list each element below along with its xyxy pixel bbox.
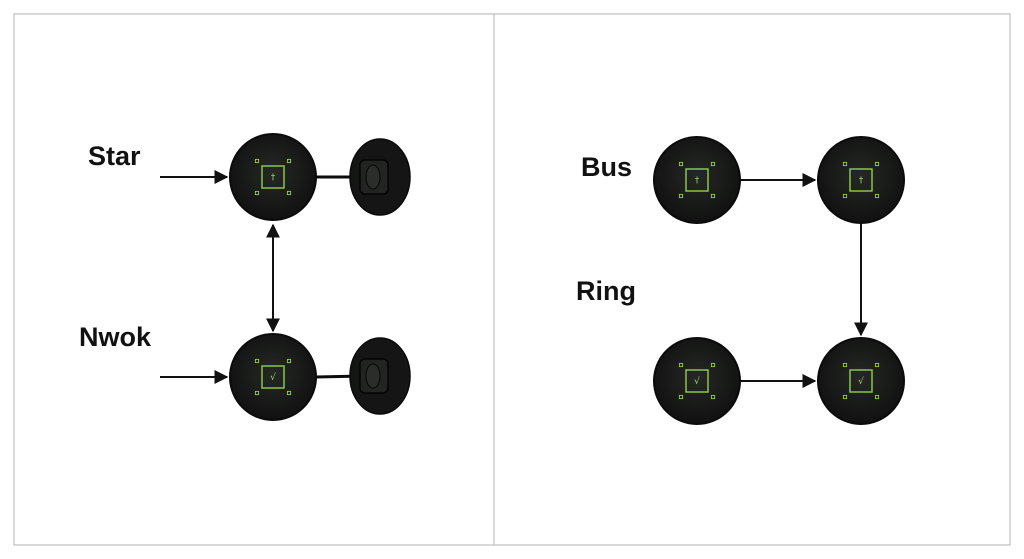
chip-glyph: † bbox=[695, 176, 700, 186]
node-b2: † bbox=[817, 136, 905, 224]
node-disc bbox=[653, 136, 741, 224]
chip-pad bbox=[254, 158, 260, 164]
label-ring: Ring bbox=[576, 276, 636, 306]
diagram-frame bbox=[13, 13, 1011, 546]
node-disc bbox=[229, 133, 317, 221]
chip-pad bbox=[286, 358, 292, 364]
node-b1: † bbox=[653, 136, 741, 224]
node-a1: † bbox=[229, 133, 317, 221]
node-a2: √ bbox=[229, 333, 317, 421]
chip-pad bbox=[842, 362, 848, 368]
chip-square bbox=[685, 168, 709, 192]
chip-glyph: † bbox=[859, 176, 864, 186]
chip-square bbox=[849, 168, 873, 192]
chip-square bbox=[685, 369, 709, 393]
chip-square bbox=[849, 369, 873, 393]
chip-glyph: √ bbox=[858, 376, 864, 387]
label-bus: Bus bbox=[581, 152, 632, 182]
connector-plug-a1 bbox=[316, 138, 411, 216]
chip-glyph: † bbox=[271, 173, 276, 183]
chip-square bbox=[261, 165, 285, 189]
chip-pad bbox=[254, 390, 260, 396]
node-b4: √ bbox=[817, 337, 905, 425]
chip-pad bbox=[874, 161, 880, 167]
chip-pad bbox=[710, 394, 716, 400]
chip-pad bbox=[874, 394, 880, 400]
chip-pad bbox=[678, 161, 684, 167]
chip-pad bbox=[710, 362, 716, 368]
node-b3: √ bbox=[653, 337, 741, 425]
label-nwok: Nwok bbox=[79, 322, 152, 352]
connector-plug-a2 bbox=[315, 337, 411, 415]
chip-pad bbox=[254, 190, 260, 196]
node-disc bbox=[229, 333, 317, 421]
chip-pad bbox=[710, 193, 716, 199]
connector-socket bbox=[365, 164, 381, 190]
chip-glyph: √ bbox=[270, 372, 276, 383]
node-disc bbox=[817, 337, 905, 425]
chip-pad bbox=[678, 362, 684, 368]
node-disc bbox=[817, 136, 905, 224]
chip-pad bbox=[874, 193, 880, 199]
label-star: Star bbox=[88, 141, 141, 171]
chip-pad bbox=[678, 394, 684, 400]
chip-pad bbox=[254, 358, 260, 364]
chip-pad bbox=[286, 158, 292, 164]
chip-pad bbox=[286, 390, 292, 396]
nodes-layer: † √ † † √ √ bbox=[229, 133, 905, 425]
edges-layer bbox=[160, 170, 868, 388]
chip-pad bbox=[842, 394, 848, 400]
node-disc bbox=[653, 337, 741, 425]
panel-right: Bus Ring bbox=[576, 152, 636, 306]
chip-pad bbox=[678, 193, 684, 199]
chip-pad bbox=[286, 190, 292, 196]
chip-square bbox=[261, 365, 285, 389]
chip-pad bbox=[842, 193, 848, 199]
chip-pad bbox=[874, 362, 880, 368]
panel-left: Star Nwok bbox=[79, 141, 152, 352]
connector-socket bbox=[365, 363, 381, 389]
chip-pad bbox=[710, 161, 716, 167]
chip-glyph: √ bbox=[694, 376, 700, 387]
chip-pad bbox=[842, 161, 848, 167]
